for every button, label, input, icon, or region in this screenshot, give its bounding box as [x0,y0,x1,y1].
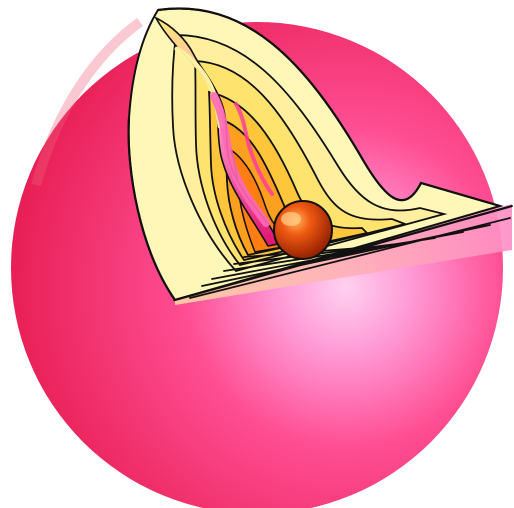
planet-core [274,201,332,259]
